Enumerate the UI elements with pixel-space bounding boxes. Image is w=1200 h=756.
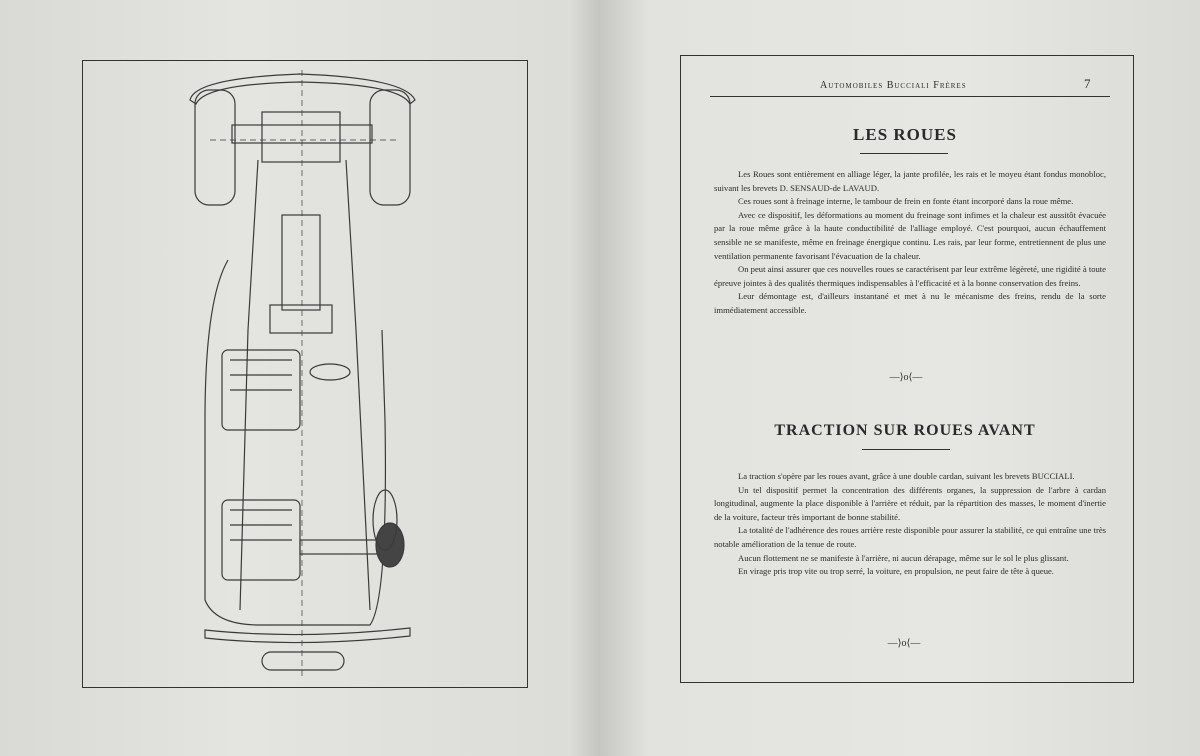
running-header: Automobiles Bucciali Frères: [710, 78, 1110, 97]
body-outline: [204, 259, 387, 626]
paragraph: En virage pris trop vite ou trop serré, …: [738, 566, 1054, 577]
section-body-les-roues: Les Roues sont entièrement en alliage lé…: [714, 168, 1106, 318]
radiator: [261, 111, 341, 163]
title-underline: [862, 449, 950, 450]
paragraph: La totalité de l'adhérence des roues arr…: [714, 525, 1106, 549]
rear-wheel: [372, 489, 398, 551]
gearbox: [269, 304, 333, 334]
front-bumper: [189, 73, 416, 105]
front-seat: [221, 349, 301, 431]
seat-lines: [230, 359, 292, 541]
engine-block: [281, 214, 321, 311]
paragraph: Un tel dispositif permet la concentratio…: [714, 484, 1106, 522]
chassis-frame: [239, 159, 371, 611]
right-page: [600, 0, 1200, 756]
paragraph: Leur démontage est, d'ailleurs instantan…: [714, 291, 1106, 315]
centerline: [210, 70, 400, 680]
drawing-frame: [82, 60, 528, 688]
paragraph: Les Roues sont entièrement en alliage lé…: [714, 169, 1106, 193]
page-number: 7: [1084, 76, 1091, 91]
steering-wheel: [309, 363, 351, 381]
text-frame: [680, 55, 1134, 683]
paragraph: Aucun flottement ne se manifeste à l'arr…: [738, 552, 1069, 563]
section-title-les-roues: LES ROUES: [853, 125, 957, 144]
front-left-wheel: [194, 89, 236, 206]
paragraph: On peut ainsi assurer que ces nouvelles …: [714, 264, 1106, 288]
ornament-divider: —⟩o⟨—: [887, 638, 921, 649]
section-body-traction: La traction s'opère par les roues avant,…: [714, 470, 1106, 579]
header-title: Automobiles Bucciali Frères: [820, 80, 967, 91]
paragraph: Ces roues sont à freinage interne, le ta…: [738, 196, 1074, 207]
paragraph: Avec ce dispositif, les déformations au …: [714, 209, 1106, 261]
chassis-drawing: [189, 70, 416, 680]
title-underline: [860, 153, 948, 154]
rear-bumper: [204, 627, 411, 644]
spare-tire: [261, 651, 345, 671]
front-right-wheel: [369, 89, 411, 206]
ornament-divider: —⟩o⟨—: [889, 372, 923, 383]
paragraph: La traction s'opère par les roues avant,…: [738, 471, 1075, 481]
rear-wheel-hub: [375, 522, 405, 568]
section-title-traction: TRACTION SUR ROUES AVANT: [774, 422, 1036, 439]
